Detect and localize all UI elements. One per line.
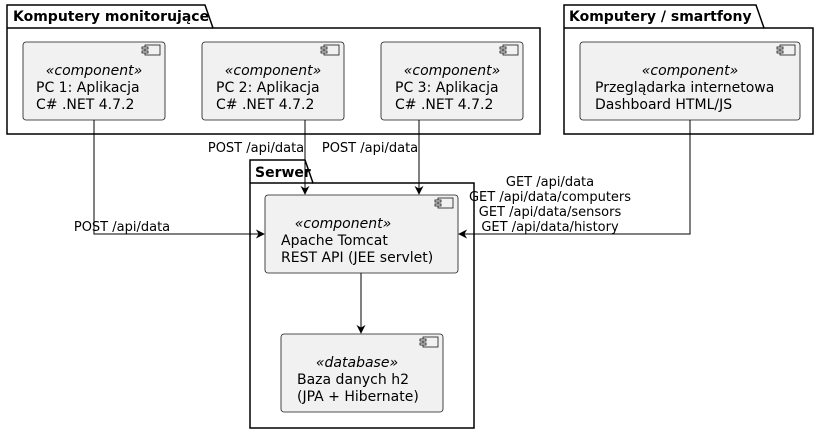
tomcat-stereotype: «component» — [295, 216, 391, 232]
edge-pc1-label: POST /api/data — [74, 220, 170, 235]
edge-browser-label-1: GET /api/data — [506, 175, 594, 190]
pc2-stereotype: «component» — [225, 63, 321, 79]
component-pc2[interactable]: «component» PC 2: Aplikacja C# .NET 4.7.… — [201, 41, 345, 121]
database-subtitle: (JPA + Hibernate) — [297, 389, 419, 405]
package-devices-label: Komputery / smartfony — [569, 9, 752, 25]
tomcat-title: Apache Tomcat — [281, 233, 388, 249]
package-monitoring-label: Komputery monitorujące — [13, 9, 209, 25]
edge-browser-label-3: GET /api/data/sensors — [479, 205, 622, 220]
component-icon — [320, 44, 340, 56]
pc3-stereotype: «component» — [404, 63, 500, 79]
pc1-title: PC 1: Aplikacja — [36, 80, 140, 96]
component-icon — [499, 44, 519, 56]
component-database[interactable]: «database» Baza danych h2 (JPA + Hiberna… — [280, 333, 444, 413]
edge-pc2-to-tomcat: POST /api/data — [208, 120, 310, 195]
edge-browser-label-4: GET /api/data/history — [481, 220, 619, 235]
component-browser[interactable]: «component» Przeglądarka internetowa Das… — [579, 41, 801, 121]
component-pc1[interactable]: «component» PC 1: Aplikacja C# .NET 4.7.… — [22, 41, 166, 121]
pc3-subtitle: C# .NET 4.7.2 — [395, 97, 493, 113]
database-title: Baza danych h2 — [297, 372, 409, 388]
pc2-subtitle: C# .NET 4.7.2 — [216, 97, 314, 113]
tomcat-subtitle: REST API (JEE servlet) — [281, 250, 433, 266]
browser-stereotype: «component» — [642, 63, 738, 79]
package-server-label: Serwer — [255, 165, 311, 181]
edge-pc3-label: POST /api/data — [322, 141, 418, 156]
edge-pc3-to-tomcat: POST /api/data — [322, 120, 424, 195]
component-pc3[interactable]: «component» PC 3: Aplikacja C# .NET 4.7.… — [380, 41, 524, 121]
edge-pc1-to-tomcat: POST /api/data — [74, 120, 265, 239]
browser-title: Przeglądarka internetowa — [595, 80, 774, 96]
browser-subtitle: Dashboard HTML/JS — [595, 97, 732, 113]
component-icon — [419, 336, 439, 348]
pc1-stereotype: «component» — [46, 63, 142, 79]
component-icon — [434, 197, 454, 209]
component-tomcat[interactable]: «component» Apache Tomcat REST API (JEE … — [264, 194, 459, 274]
edge-browser-label-2: GET /api/data/computers — [469, 190, 631, 205]
database-stereotype: «database» — [316, 355, 398, 371]
pc3-title: PC 3: Aplikacja — [395, 80, 499, 96]
edge-browser-to-tomcat: GET /api/data GET /api/data/computers GE… — [458, 120, 691, 239]
pc2-title: PC 2: Aplikacja — [216, 80, 320, 96]
pc1-subtitle: C# .NET 4.7.2 — [36, 97, 134, 113]
component-icon — [776, 44, 796, 56]
component-icon — [141, 44, 161, 56]
edge-pc2-label: POST /api/data — [208, 141, 304, 156]
